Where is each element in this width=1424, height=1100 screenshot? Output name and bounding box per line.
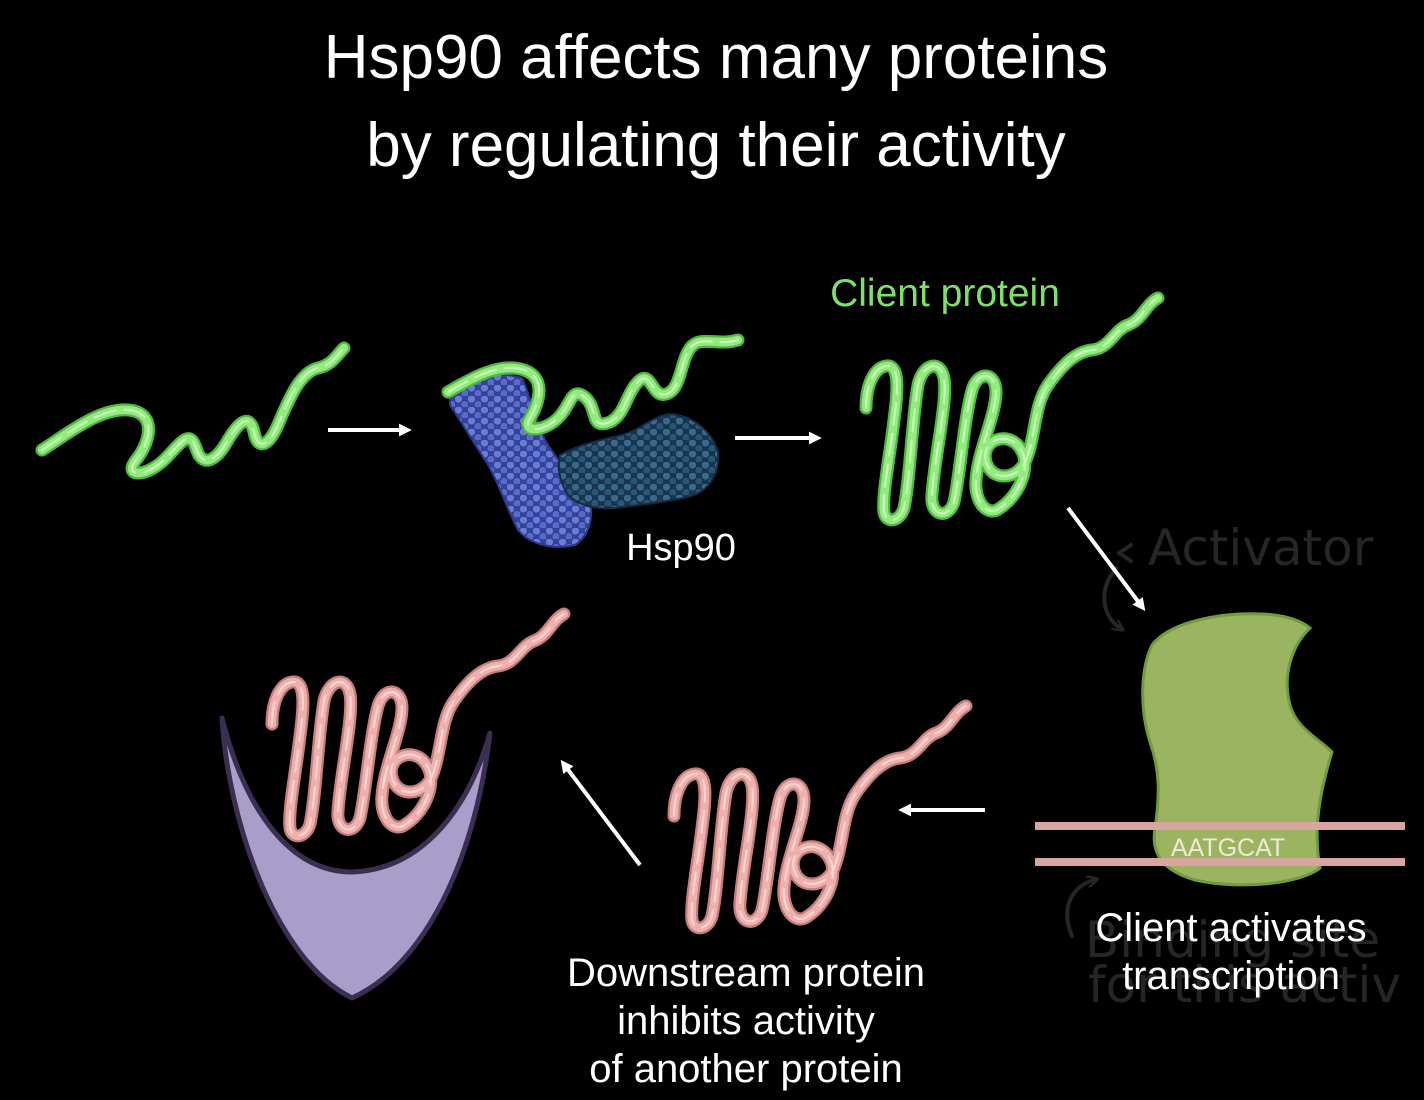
downstream-line-3: of another protein (589, 1047, 903, 1091)
downstream-line-2: inhibits activity (617, 999, 875, 1043)
downstream-protein (674, 706, 966, 928)
faint-curved-arrow (1102, 566, 1120, 628)
hsp90-domain-b (557, 412, 720, 510)
faint-curved-arrow (1065, 880, 1094, 938)
faint-chevron-icon (1117, 543, 1133, 563)
inhibited-protein (219, 715, 493, 1001)
folded-client-protein (866, 298, 1158, 520)
faint-activator-annotation: Activator (1102, 519, 1374, 628)
hsp90-protein (449, 373, 720, 548)
faint-binding-site-line-2: for this activ (1088, 956, 1401, 1014)
arrow-to-inhibited-protein (560, 759, 642, 867)
faint-binding-site-annotation: Binding site for this activ (1065, 880, 1401, 1014)
hsp90-label: Hsp90 (626, 527, 736, 569)
unfolded-client-protein (35, 341, 351, 480)
bound-downstream-protein (272, 614, 564, 836)
faint-activator-text: Activator (1148, 519, 1374, 577)
downstream-line-1: Downstream protein (567, 951, 925, 995)
client-activates-line-1: Client activates (1095, 906, 1366, 950)
title-line-1: Hsp90 affects many proteins (324, 23, 1109, 92)
client-activates-line-2: transcription (1122, 954, 1340, 998)
dna-sequence-label: AATGCAT (1171, 834, 1285, 862)
hsp90-bound-client-protein (441, 333, 745, 436)
hsp90-domain-a (449, 373, 593, 548)
arrow-to-activator (1066, 506, 1146, 612)
title-line-2: by regulating their activity (366, 111, 1066, 180)
client-protein-label: Client protein (830, 272, 1060, 315)
faint-binding-site-line-1: Binding site (1085, 911, 1380, 969)
